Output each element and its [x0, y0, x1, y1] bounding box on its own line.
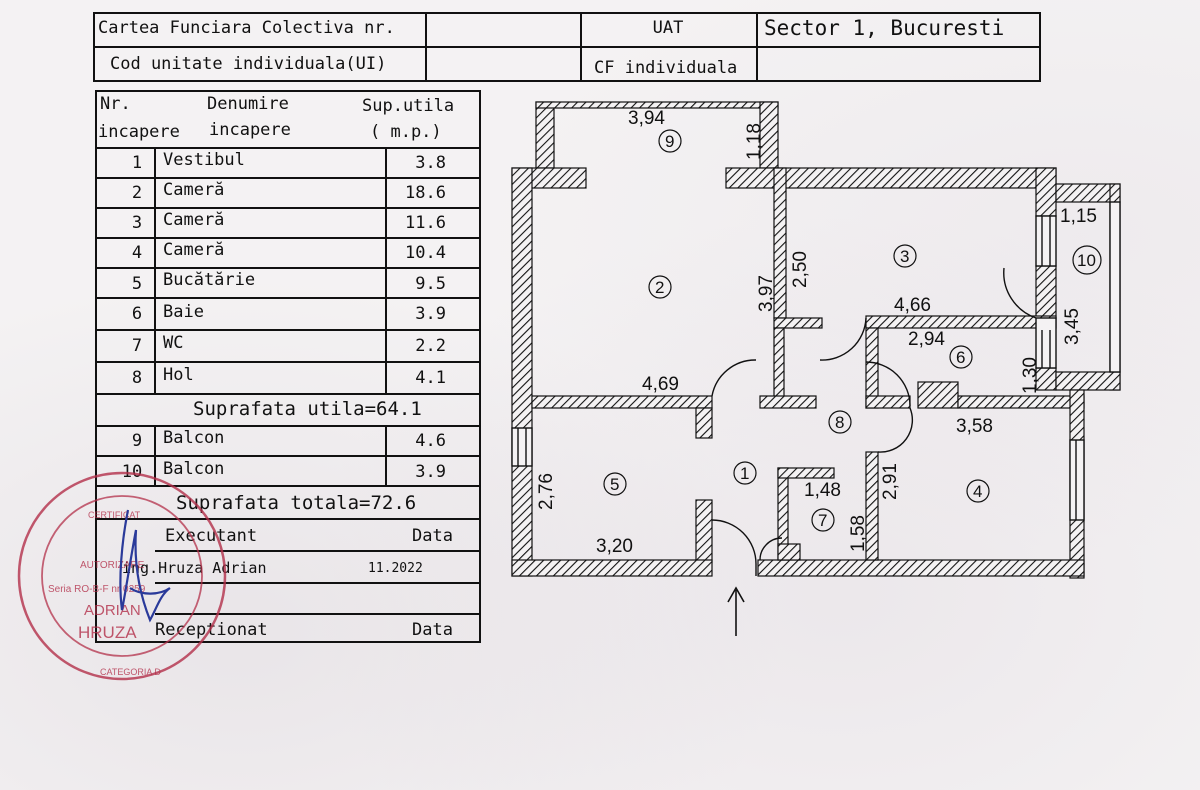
svg-text:1,58: 1,58	[848, 515, 869, 552]
room-marker-6: 6	[949, 345, 973, 369]
col-area-header-2: ( m.p.)	[370, 122, 442, 142]
door-swings	[711, 267, 1037, 576]
col-name-header: Denumire	[207, 94, 289, 114]
walls	[511, 101, 1121, 579]
svg-text:2: 2	[655, 278, 664, 297]
room-marker-3: 3	[893, 244, 917, 268]
stamp: CERTIFICAT AUTORIZARE Seria RO-B-F nr 02…	[17, 471, 227, 681]
dimension-labels: 3,94 1,18 3,97 2,50 1,15 3,45 4,66 2,94 …	[536, 108, 1097, 557]
receptionat-label: Receptionat	[155, 620, 268, 640]
stamp-line-6: CATEGORIA D	[100, 667, 161, 677]
carte-funciara-label: Cartea Funciara Colectiva nr.	[98, 18, 395, 38]
useful-area-total: Suprafata utila=64.1	[193, 398, 422, 420]
col-nr-header: Nr.	[100, 94, 131, 114]
room-marker-9: 9	[658, 129, 682, 153]
svg-text:3,20: 3,20	[596, 536, 633, 557]
svg-text:7: 7	[818, 511, 827, 530]
stamp-line-2: AUTORIZARE	[80, 560, 145, 571]
svg-text:2,76: 2,76	[536, 473, 557, 510]
room-marker-10: 10	[1072, 245, 1102, 275]
svg-text:4,69: 4,69	[642, 374, 679, 395]
room-marker-2: 2	[648, 275, 672, 299]
uat-label: UAT	[652, 18, 684, 38]
entrance-arrow	[727, 586, 745, 636]
room-marker-1: 1	[733, 461, 757, 485]
room-markers: 9 2 3 10 6 8 1 5 4 7	[603, 129, 1102, 532]
svg-text:2,94: 2,94	[908, 329, 945, 350]
col-nr-header-2: incapere	[98, 122, 180, 142]
svg-text:3,97: 3,97	[756, 275, 777, 312]
stamp-line-4: ADRIAN	[84, 602, 141, 619]
floor-plan: 3,94 1,18 3,97 2,50 1,15 3,45 4,66 2,94 …	[511, 101, 1121, 636]
cf-individuala-label: CF individuala	[594, 58, 738, 78]
receptionat-data-label: Data	[412, 620, 453, 640]
uat-value: Sector 1, Bucuresti	[764, 16, 1005, 40]
col-area-header: Sup.utila	[362, 96, 455, 116]
room-marker-7: 7	[811, 508, 835, 532]
room-marker-5: 5	[603, 472, 627, 496]
svg-text:3: 3	[900, 247, 909, 266]
svg-text:3,94: 3,94	[628, 108, 665, 129]
svg-text:9: 9	[665, 132, 674, 151]
room-marker-4: 4	[966, 479, 990, 503]
stamp-line-5: HRUZA	[78, 623, 137, 642]
svg-text:8: 8	[835, 413, 844, 432]
svg-text:1: 1	[740, 464, 749, 483]
svg-text:1,48: 1,48	[804, 480, 841, 501]
signature	[119, 509, 171, 623]
svg-text:2,91: 2,91	[880, 463, 901, 500]
stamp-line-1: CERTIFICAT	[88, 510, 141, 520]
svg-text:5: 5	[610, 475, 619, 494]
svg-text:6: 6	[956, 348, 965, 367]
room-marker-8: 8	[828, 410, 852, 434]
svg-text:2,50: 2,50	[790, 251, 811, 288]
executant-data-label: Data	[412, 526, 453, 546]
svg-text:4,66: 4,66	[894, 295, 931, 316]
windows	[511, 201, 1121, 521]
executant-name: ing.Hruza Adrian	[122, 559, 267, 577]
executant-date: 11.2022	[368, 561, 423, 576]
svg-text:1,15: 1,15	[1060, 206, 1097, 227]
svg-text:1,30: 1,30	[1020, 357, 1041, 394]
svg-text:4: 4	[973, 482, 982, 501]
svg-text:3,58: 3,58	[956, 416, 993, 437]
svg-text:10: 10	[1077, 251, 1096, 270]
cod-unitate-label: Cod unitate individuala(UI)	[110, 54, 387, 74]
col-name-header-2: incapere	[209, 120, 291, 140]
svg-text:1,18: 1,18	[744, 123, 765, 160]
svg-text:3,45: 3,45	[1062, 308, 1083, 345]
stamp-line-3: Seria RO-B-F nr 0259	[48, 584, 146, 595]
grand-total: Suprafata totala=72.6	[176, 492, 417, 514]
